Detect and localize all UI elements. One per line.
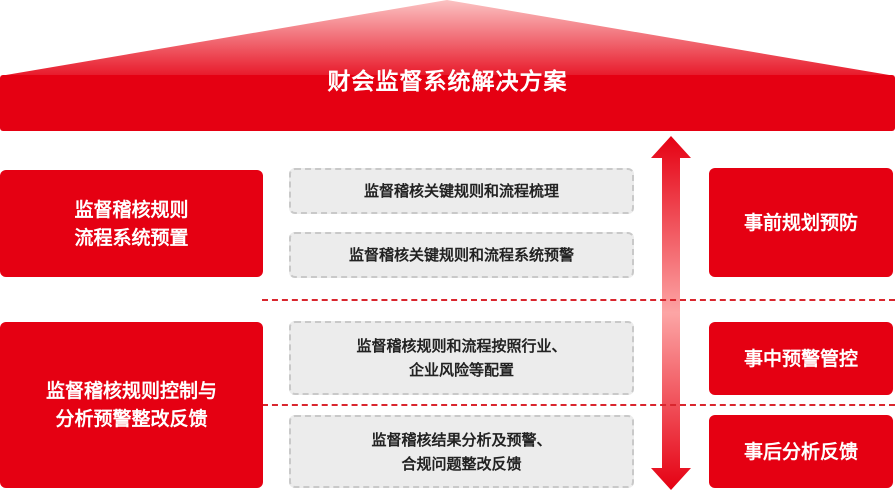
divider-line xyxy=(262,404,895,406)
double-arrow-icon xyxy=(651,136,691,490)
roof-shape xyxy=(0,0,895,76)
divider-line xyxy=(262,299,895,301)
title-band xyxy=(0,75,895,131)
middle-box: 监督稽核结果分析及预警、合规问题整改反馈 xyxy=(289,415,634,488)
left-box-preset: 监督稽核规则流程系统预置 xyxy=(0,170,263,277)
right-box-after: 事后分析反馈 xyxy=(709,415,893,488)
middle-box: 监督稽核关键规则和流程梳理 xyxy=(289,168,634,214)
right-box-during: 事中预警管控 xyxy=(709,322,893,395)
left-box-control: 监督稽核规则控制与分析预警整改反馈 xyxy=(0,322,263,488)
right-box-before: 事前规划预防 xyxy=(709,168,893,277)
middle-box: 监督稽核规则和流程按照行业、企业风险等配置 xyxy=(289,321,634,395)
page-title: 财会监督系统解决方案 xyxy=(327,69,568,95)
middle-box: 监督稽核关键规则和流程系统预警 xyxy=(289,232,634,278)
